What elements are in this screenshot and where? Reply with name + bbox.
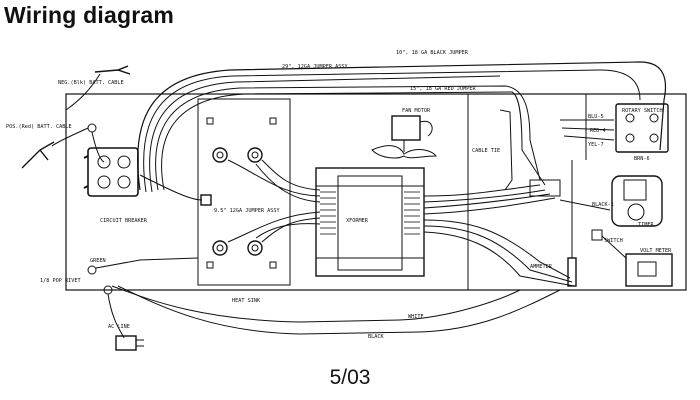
jumper-10-label: 10", 18 GA BLACK JUMPER [396, 50, 469, 56]
fan-motor [391, 115, 421, 141]
timer [611, 175, 663, 227]
yel7-label: YEL-7 [588, 142, 604, 148]
circuit-breaker [87, 147, 139, 197]
transformer [315, 167, 425, 277]
volt-meter-label: VOLT METER [640, 248, 672, 254]
pos-cable-label: POS.(Red) BATT. CABLE [6, 124, 72, 130]
rotary-switch [615, 103, 669, 153]
chassis-panel [65, 93, 687, 291]
pop-rivet-label: 1/8 POP RIVET [40, 278, 81, 284]
cable-tie-label: CABLE TIE [472, 148, 500, 154]
revision-date: 5/03 [329, 366, 371, 389]
volt-meter [625, 253, 673, 287]
ac-line-label: AC LINE [108, 324, 130, 330]
ammeter-label: AMMETER [530, 264, 553, 270]
white-label: WHITE [408, 314, 424, 320]
diagram-title: Wiring diagram [4, 2, 174, 28]
circuit-breaker-label: CIRCUIT BREAKER [100, 218, 148, 224]
black-label: BLACK [368, 334, 384, 340]
brn6-label: BRN-6 [634, 156, 650, 162]
green-label: GREEN [90, 258, 106, 264]
ac-plug [115, 335, 137, 351]
fan-motor-label: FAN MOTOR [402, 108, 431, 114]
switch [591, 229, 603, 241]
red4-label: RED-4 [590, 128, 606, 134]
blu5-label: BLU-5 [588, 114, 604, 120]
switch-label: SWITCH [604, 238, 623, 244]
jumper-9-label: 9.5" 12GA JUMPER ASSY [214, 208, 280, 214]
timer-label: TIMER [638, 222, 654, 228]
neg-cable-label: NEG.(Blk) BATT. CABLE [58, 80, 124, 86]
heat-sink-plate [197, 98, 291, 286]
heat-sink-label: HEAT SINK [232, 298, 261, 304]
xformer-label: XFORMER [346, 218, 369, 224]
rotary-switch-label: ROTARY SWITCH [622, 108, 663, 114]
jumper-29-label: 29", 12GA JUMPER ASSY [282, 64, 348, 70]
black1-label: BLACK-1 [592, 202, 614, 208]
jumper-15-label: 15", 18 GA RED JUMPER [410, 86, 476, 92]
